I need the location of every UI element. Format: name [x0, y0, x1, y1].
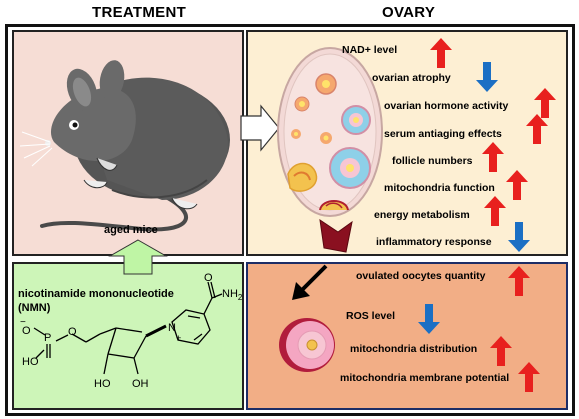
ovary-effect-label: NAD+ level	[342, 44, 398, 56]
ovary-illustration	[277, 47, 383, 217]
atom-ho-phosphate: HO	[22, 356, 39, 368]
mouse-illustration	[19, 60, 230, 232]
ovulation-arrow	[319, 218, 353, 253]
atom-n-plus: N	[168, 322, 176, 334]
ovary-effect-label: energy metabolism	[374, 209, 470, 221]
ovary-effect-label: ovarian hormone activity	[384, 100, 509, 112]
atom-o-minus: O	[22, 325, 31, 337]
outer-frame	[5, 24, 575, 416]
oocyte-effect-label: ROS level	[346, 310, 396, 322]
ovary-effect-label: follicle numbers	[392, 155, 473, 167]
aged-mice-label: aged mice	[104, 224, 158, 236]
atom-ho-ribose: HO	[94, 378, 111, 390]
ovary-effect-label: ovarian atrophy	[372, 72, 451, 84]
green-up-arrow	[108, 239, 168, 275]
oocyte-effect-label: mitochondria distribution	[350, 343, 478, 355]
oocyte-illustration	[279, 318, 335, 372]
atom-nh2: NH2	[222, 288, 243, 303]
ovary-effect-label: inflammatory response	[376, 236, 492, 248]
nmn-name-line2: (NMN)	[18, 302, 51, 314]
treatment-to-ovary-arrow	[240, 104, 280, 152]
ovary-header: OVARY	[382, 4, 436, 21]
atom-minus-sign: −	[20, 317, 26, 328]
atom-o-amide: O	[204, 272, 213, 284]
nmn-name-line1: nicotinamide mononucleotide	[18, 288, 174, 300]
treatment-header: TREATMENT	[92, 4, 187, 21]
oocyte-effect-label: ovulated oocytes quantity	[356, 270, 486, 282]
ovary-effect-label: serum antiaging effects	[384, 128, 502, 140]
oocyte-effect-label: mitochondria membrane potential	[340, 372, 510, 384]
atom-plus-sign: +	[176, 333, 182, 343]
atom-oh-ribose: OH	[132, 378, 149, 390]
nmn-structure	[33, 281, 223, 375]
oocyte-pointer-arrow	[292, 264, 328, 300]
atom-p: P	[44, 332, 52, 344]
atom-o-bridge: O	[68, 326, 77, 338]
ovary-effect-label: mitochondria function	[384, 182, 495, 194]
